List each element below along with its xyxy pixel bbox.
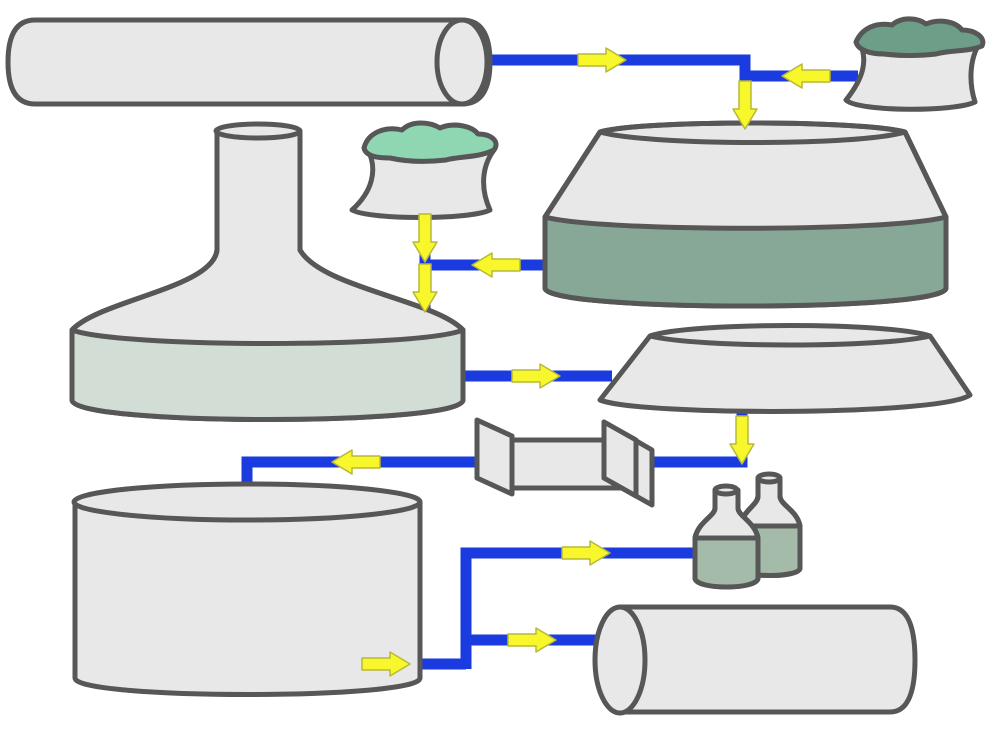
arrow-to-bottles: [561, 540, 611, 566]
storage-cylinder-top-left: [5, 17, 493, 107]
keg-cylinder-bottom-right: [592, 604, 918, 716]
flow-arrows: [331, 47, 831, 677]
flask-liquid: [72, 330, 463, 420]
bottle-liquid: [695, 538, 758, 587]
flask-kettle-left: [69, 121, 466, 422]
tank-top-rim: [71, 481, 423, 523]
hops-light: [361, 120, 499, 164]
flask-neck-opening: [213, 121, 303, 141]
pipe-vertical-splitter: [460, 547, 700, 669]
arrow-exchanger-to-fermenter: [331, 449, 381, 475]
arrow-fermenter-out: [361, 651, 411, 677]
arrow-sack-center-down: [412, 213, 438, 263]
hops-dark: [853, 16, 986, 58]
exchanger-left-flange: [474, 417, 515, 497]
bottle-front: [692, 483, 761, 590]
sack-top-right: [843, 16, 986, 112]
arrow-sack-to-pipe: [781, 63, 831, 89]
arrow-top-pipe: [577, 47, 627, 73]
keg-end-cap: [592, 604, 648, 716]
arrow-into-conical-tank: [732, 80, 758, 130]
arrow-cone-down: [729, 415, 755, 465]
tank-liquid: [545, 217, 946, 306]
pipe-cone-to-exchanger: [648, 408, 748, 468]
sack-center: [349, 120, 499, 220]
conical-tank-upper-right: [542, 120, 949, 309]
heat-exchanger-center: [474, 417, 655, 508]
arrow-flask-to-cone: [511, 363, 561, 389]
arrow-into-flask: [412, 263, 438, 313]
arrow-to-keg: [507, 627, 557, 653]
fermentation-tank-bottom-left: [71, 481, 423, 697]
arrow-tank-to-flask: [471, 252, 521, 278]
cylinder-end-cap: [434, 17, 490, 107]
cone-vessel-middle-right: [597, 323, 973, 414]
